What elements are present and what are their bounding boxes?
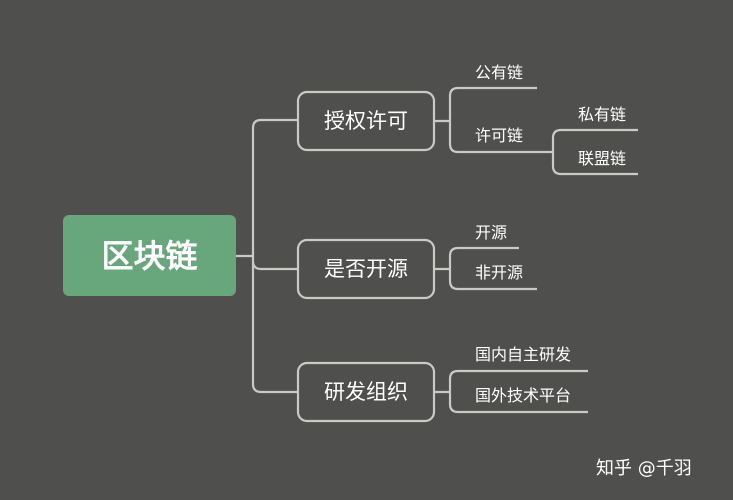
branch-2-connector xyxy=(434,246,537,291)
branch-label: 研发组织 xyxy=(324,380,408,404)
branch-3-connector xyxy=(434,369,588,414)
leaf-label: 开源 xyxy=(475,223,507,242)
root-connector xyxy=(236,118,298,394)
root-label: 区块链 xyxy=(101,237,197,275)
leaf-label: 许可链 xyxy=(475,126,523,145)
branch-label: 是否开源 xyxy=(324,257,408,281)
leaf-label: 非开源 xyxy=(475,263,523,282)
branch-1-connector xyxy=(434,86,638,176)
leaf-label: 私有链 xyxy=(578,105,626,124)
leaf-label: 公有链 xyxy=(475,63,523,82)
leaf-label: 国外技术平台 xyxy=(475,386,571,405)
watermark: 知乎 @千羽 xyxy=(596,458,692,479)
branch-label: 授权许可 xyxy=(324,109,408,133)
leaf-label: 联盟链 xyxy=(578,149,626,168)
root-node[interactable] xyxy=(63,215,236,296)
leaf-label: 国内自主研发 xyxy=(475,345,571,364)
